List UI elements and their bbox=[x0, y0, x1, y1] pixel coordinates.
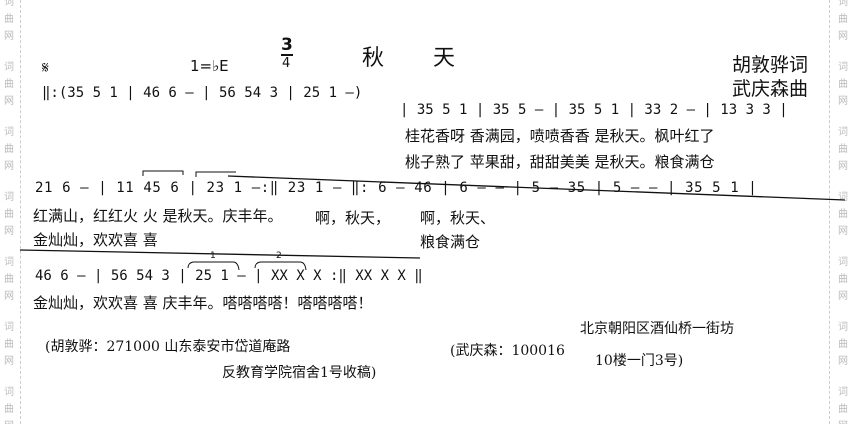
separator-line bbox=[19, 249, 421, 259]
volta-bracket-1 bbox=[142, 170, 184, 176]
time-signature-bottom: 4 bbox=[282, 56, 291, 71]
lyricist-address-line-1: (胡敦骅：271000 山东泰安市岱道庵路 bbox=[45, 339, 291, 355]
composer-credit: 武庆森曲 bbox=[732, 78, 809, 100]
lyrics-row-2-verse-2: 金灿灿，欢欢喜 喜 bbox=[33, 231, 158, 249]
lyrics-row-1-verse-2: 桃子熟了 苹果甜，甜甜美美 是秋天。粮食满仓 bbox=[405, 153, 715, 171]
watermark-text: 词曲网 bbox=[4, 322, 14, 367]
watermark-text: 词曲网 bbox=[4, 62, 14, 107]
lyricist-credit: 胡敦骅词 bbox=[732, 54, 809, 76]
title-char-2: 天 bbox=[433, 46, 456, 71]
watermark-text: 词曲网 bbox=[4, 192, 14, 237]
watermark-text: 词曲网 bbox=[838, 257, 848, 302]
watermark-text: 词曲网 bbox=[4, 387, 14, 424]
lyrics-row-3: 金灿灿，欢欢喜 喜 庆丰年。嗒嗒嗒嗒！嗒嗒嗒嗒！ bbox=[33, 294, 373, 312]
watermark-text: 词曲网 bbox=[838, 322, 848, 367]
lyrics-row-2-verse-1-ah: 啊，秋天， bbox=[315, 209, 391, 227]
volta-1-label: 1 bbox=[210, 251, 216, 261]
margin-line-right bbox=[829, 0, 830, 424]
volta-2-label: 2 bbox=[276, 251, 282, 261]
lyrics-row-1-verse-1: 桂花香呀 香满园，喷喷香香 是秋天。枫叶红了 bbox=[405, 127, 715, 145]
notation-row-3: 46 6 — | 56 54 3 | 25 1 — | XX X X :‖ XX… bbox=[35, 268, 423, 284]
watermark-text: 词曲网 bbox=[838, 0, 848, 42]
watermark-text: 词曲网 bbox=[838, 387, 848, 424]
segno-sign: 𝄋 bbox=[42, 58, 49, 77]
volta-bracket-2 bbox=[254, 261, 307, 271]
watermark-text: 词曲网 bbox=[838, 192, 848, 237]
watermark-text: 词曲网 bbox=[4, 127, 14, 172]
volta-bracket-1 bbox=[187, 261, 240, 271]
notation-intro: ‖:(35 5 1 | 46 6 — | 56 54 3 | 25 1 —) bbox=[42, 85, 363, 101]
composer-address-line-2: 10楼一门3号) bbox=[595, 353, 684, 369]
time-signature-top: 3 bbox=[281, 35, 293, 56]
separator-line bbox=[227, 175, 846, 201]
lyrics-row-2-verse-1-ah-2: 啊，秋天、 bbox=[420, 209, 496, 227]
watermark-text: 词曲网 bbox=[4, 0, 14, 42]
margin-line-left bbox=[20, 0, 21, 424]
composer-address-line-1: (武庆森：100016 bbox=[450, 343, 565, 359]
watermark-text: 词曲网 bbox=[838, 62, 848, 107]
notation-row-2: 21 6 — | 11 45 6 | 23 1 —:‖ 23 1 — ‖: 6 … bbox=[35, 180, 758, 196]
watermark-text: 词曲网 bbox=[4, 257, 14, 302]
watermark-text: 词曲网 bbox=[838, 127, 848, 172]
notation-row-1: | 35 5 1 | 35 5 — | 35 5 1 | 33 2 — | 13… bbox=[400, 102, 788, 118]
lyricist-address-line-2: 反教育学院宿舍1号收稿) bbox=[222, 365, 377, 381]
lyrics-row-2-verse-2-end: 粮食满仓 bbox=[420, 233, 481, 251]
composer-address-line-0: 北京朝阳区酒仙桥一街坊 bbox=[580, 321, 734, 337]
title-char-1: 秋 bbox=[362, 46, 385, 71]
key-signature: 1=♭E bbox=[190, 57, 229, 75]
lyrics-row-2-verse-1: 红满山，红红火 火 是秋天。庆丰年。 bbox=[33, 207, 283, 225]
volta-bracket-2 bbox=[195, 171, 236, 177]
